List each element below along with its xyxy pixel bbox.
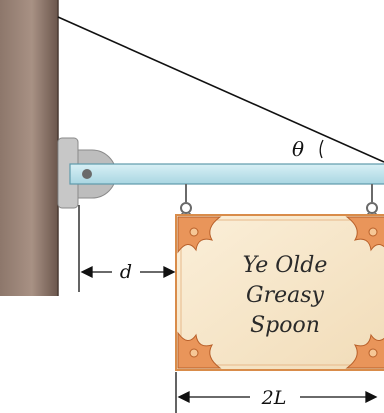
ornament-bottom-right [345,333,384,369]
theta-arc [319,139,324,159]
right-hook [366,184,378,219]
support-cable [57,16,384,163]
sign-board: Ye Olde Greasy Spoon [175,214,384,371]
two-L-label: 2L [261,387,287,409]
d-label: d [120,261,132,283]
dimension-d [78,205,176,292]
dimension-2L [175,372,378,413]
sign-line-1: Ye Olde [243,253,328,278]
ornament-bottom-left [177,331,222,369]
theta-label: θ [292,137,304,161]
ornament-top-left [177,216,222,254]
ornament-top-right [345,216,384,252]
wall [0,0,58,296]
sign-line-3: Spoon [250,313,320,338]
sign-line-2: Greasy [246,283,325,308]
left-hook [180,184,192,219]
horizontal-beam [69,163,384,185]
